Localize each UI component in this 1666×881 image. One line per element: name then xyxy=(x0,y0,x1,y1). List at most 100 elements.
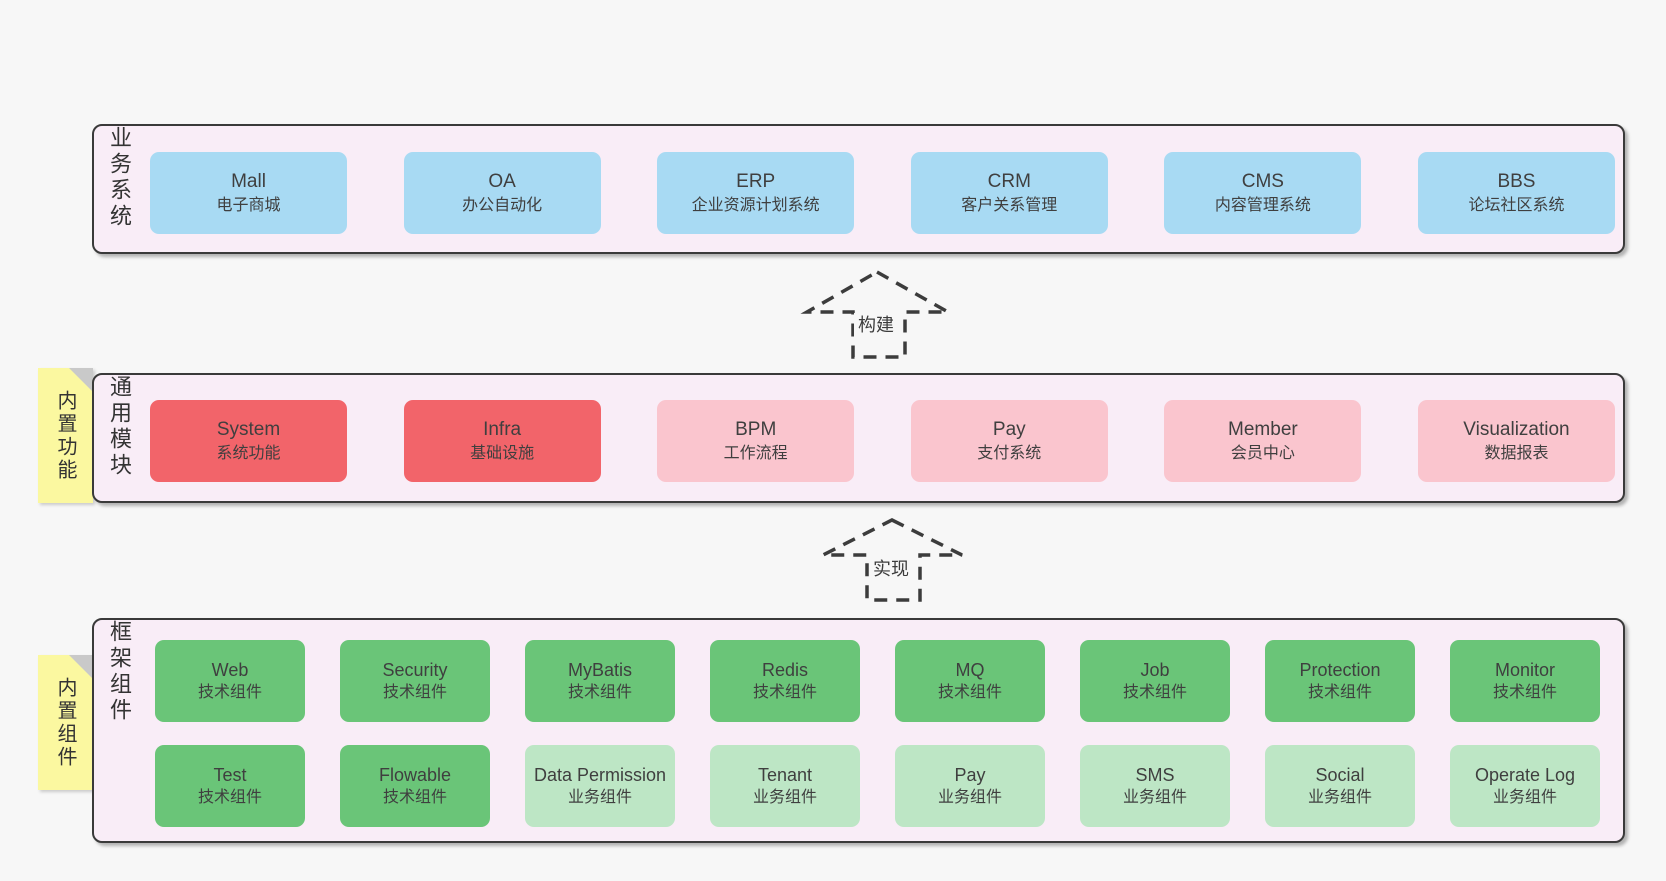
box-web: Web 技术组件 xyxy=(155,640,305,722)
box-subtitle: 技术组件 xyxy=(752,683,817,701)
box-social: Social 业务组件 xyxy=(1265,745,1415,827)
sticky-fold-corner xyxy=(69,368,93,392)
sticky-fold-corner xyxy=(69,655,93,679)
box-member: Member 会员中心 xyxy=(1164,400,1362,482)
box-security: Security 技术组件 xyxy=(340,640,490,722)
dashed-up-arrow-build xyxy=(800,269,955,359)
box-sms: SMS 业务组件 xyxy=(1080,745,1230,827)
box-redis: Redis 技术组件 xyxy=(710,640,860,722)
box-pay: Pay 支付系统 xyxy=(910,400,1108,482)
components-row-1: Web 技术组件 Security 技术组件 MyBatis 技术组件 Redi… xyxy=(155,640,1600,722)
box-title: Pay xyxy=(992,419,1026,440)
box-title: Data Permission xyxy=(533,764,667,785)
box-monitor: Monitor 技术组件 xyxy=(1450,640,1600,722)
box-subtitle: 业务组件 xyxy=(1307,788,1372,806)
box-title: MyBatis xyxy=(567,659,632,680)
box-bbs: BBS 论坛社区系统 xyxy=(1417,152,1615,234)
band-label-common-modules: 通用模块 xyxy=(107,375,132,479)
box-bpm: BPM 工作流程 xyxy=(657,400,855,482)
box-subtitle: 技术组件 xyxy=(197,683,262,701)
box-operate-log: Operate Log 业务组件 xyxy=(1450,745,1600,827)
box-data-permission: Data Permission 业务组件 xyxy=(525,745,675,827)
box-title: Mall xyxy=(231,171,266,192)
box-pay-business: Pay 业务组件 xyxy=(895,745,1045,827)
box-title: SMS xyxy=(1135,764,1175,785)
band-label-business-systems: 业务系统 xyxy=(107,126,132,230)
box-oa: OA 办公自动化 xyxy=(403,152,601,234)
box-subtitle: 支付系统 xyxy=(977,445,1042,462)
modules-box-row: System 系统功能 Infra 基础设施 BPM 工作流程 Pay 支付系统… xyxy=(150,400,1615,482)
sticky-note-built-in-components: 内置组件 xyxy=(38,655,93,790)
box-title: Member xyxy=(1228,419,1298,440)
box-subtitle: 业务组件 xyxy=(752,788,817,806)
box-title: Operate Log xyxy=(1474,764,1576,785)
box-title: System xyxy=(216,419,281,440)
box-subtitle: 技术组件 xyxy=(382,683,447,701)
box-subtitle: 会员中心 xyxy=(1230,445,1295,462)
box-subtitle: 技术组件 xyxy=(567,683,632,701)
box-mall: Mall 电子商城 xyxy=(150,152,347,234)
box-flowable: Flowable 技术组件 xyxy=(340,745,490,827)
box-title: Web xyxy=(211,659,249,680)
box-subtitle: 业务组件 xyxy=(1492,788,1557,806)
box-mq: MQ 技术组件 xyxy=(895,640,1045,722)
box-title: Flowable xyxy=(378,764,452,785)
box-title: OA xyxy=(488,171,516,192)
box-subtitle: 基础设施 xyxy=(470,445,535,462)
box-title: Pay xyxy=(954,764,986,785)
box-title: Infra xyxy=(483,419,522,440)
box-title: Security xyxy=(382,659,448,680)
box-title: ERP xyxy=(736,171,776,192)
box-infra: Infra 基础设施 xyxy=(403,400,601,482)
box-protection: Protection 技术组件 xyxy=(1265,640,1415,722)
box-subtitle: 论坛社区系统 xyxy=(1468,197,1565,214)
band-common-modules: 通用模块 System 系统功能 Infra 基础设施 BPM 工作流程 Pay… xyxy=(92,373,1625,503)
components-row-2: Test 技术组件 Flowable 技术组件 Data Permission … xyxy=(155,745,1600,827)
box-job: Job 技术组件 xyxy=(1080,640,1230,722)
arrow-label-build: 构建 xyxy=(854,313,898,337)
band-framework-components: 框架组件 Web 技术组件 Security 技术组件 MyBatis 技术组件… xyxy=(92,618,1625,843)
box-subtitle: 技术组件 xyxy=(1492,683,1557,701)
box-subtitle: 技术组件 xyxy=(1307,683,1372,701)
box-system: System 系统功能 xyxy=(150,400,347,482)
band-business-systems: 业务系统 Mall 电子商城 OA 办公自动化 ERP 企业资源计划系统 CRM… xyxy=(92,124,1625,254)
box-erp: ERP 企业资源计划系统 xyxy=(657,152,855,234)
box-subtitle: 工作流程 xyxy=(723,445,788,462)
box-title: Job xyxy=(1140,659,1170,680)
box-title: Visualization xyxy=(1463,419,1570,440)
box-tenant: Tenant 业务组件 xyxy=(710,745,860,827)
box-subtitle: 系统功能 xyxy=(216,445,281,462)
box-title: Monitor xyxy=(1494,659,1556,680)
sticky-label: 内置组件 xyxy=(54,676,76,769)
box-subtitle: 业务组件 xyxy=(937,788,1002,806)
box-subtitle: 技术组件 xyxy=(937,683,1002,701)
box-title: BBS xyxy=(1497,171,1536,192)
arrow-label-implement: 实现 xyxy=(869,557,913,581)
box-title: Test xyxy=(213,764,247,785)
box-title: Social xyxy=(1315,764,1365,785)
box-subtitle: 电子商城 xyxy=(216,197,281,214)
box-subtitle: 业务组件 xyxy=(567,788,632,806)
box-subtitle: 数据报表 xyxy=(1484,445,1549,462)
box-crm: CRM 客户关系管理 xyxy=(910,152,1108,234)
box-cms: CMS 内容管理系统 xyxy=(1164,152,1362,234)
box-test: Test 技术组件 xyxy=(155,745,305,827)
band-label-framework-components: 框架组件 xyxy=(107,620,132,724)
box-title: Tenant xyxy=(757,764,813,785)
box-subtitle: 办公自动化 xyxy=(462,197,543,214)
box-subtitle: 业务组件 xyxy=(1122,788,1187,806)
box-visualization: Visualization 数据报表 xyxy=(1417,400,1615,482)
box-subtitle: 内容管理系统 xyxy=(1214,197,1311,214)
box-subtitle: 客户关系管理 xyxy=(961,197,1058,214)
box-title: Redis xyxy=(761,659,809,680)
box-subtitle: 企业资源计划系统 xyxy=(691,197,820,214)
box-title: MQ xyxy=(955,659,985,680)
box-subtitle: 技术组件 xyxy=(197,788,262,806)
box-title: CRM xyxy=(987,171,1031,192)
business-box-row: Mall 电子商城 OA 办公自动化 ERP 企业资源计划系统 CRM 客户关系… xyxy=(150,152,1615,234)
sticky-label: 内置功能 xyxy=(54,389,76,482)
box-title: CMS xyxy=(1241,171,1284,192)
box-mybatis: MyBatis 技术组件 xyxy=(525,640,675,722)
box-title: BPM xyxy=(735,419,777,440)
